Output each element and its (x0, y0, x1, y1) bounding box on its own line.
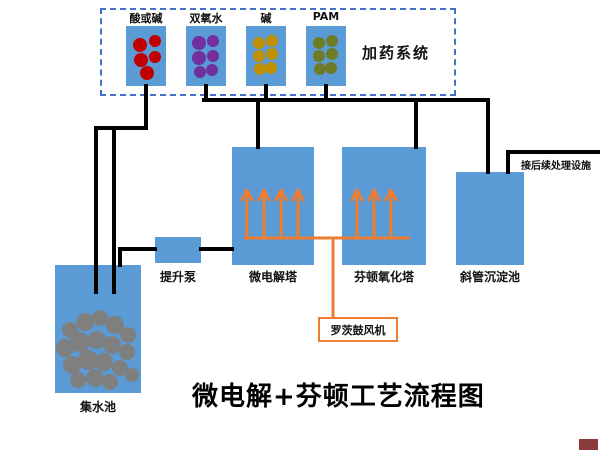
watermark-mark (579, 439, 598, 450)
dosing-tank-acid-alkali (126, 26, 166, 86)
dosing-tank-label-hydrogen-peroxide: 双氧水 (189, 12, 223, 25)
sedimentation-tank (456, 172, 524, 265)
dosing-tank-alkali (246, 26, 286, 86)
lift-pump-label: 提升泵 (159, 270, 196, 284)
dosing-tank-hydrogen-peroxide (186, 26, 226, 86)
diagram-title: 微电解+芬顿工艺流程图 (192, 382, 485, 412)
roots-blower-box: 罗茨鼓风机 (318, 317, 398, 342)
micro-electrolysis-tower-label: 微电解塔 (248, 270, 297, 284)
lift-pump (155, 237, 201, 263)
dosing-tank-label-pam: PAM (312, 10, 340, 23)
subsequent-treatment-label: 接后续处理设施 (521, 161, 591, 172)
sedimentation-tank-label: 斜管沉淀池 (459, 270, 520, 284)
collection-to-pump-pipe (118, 247, 157, 267)
dosing-tank-label-acid-alkali: 酸或碱 (129, 12, 163, 25)
collection-tank (55, 265, 141, 393)
dosing-system-label: 加药系统 (362, 44, 431, 62)
fenton-oxidation-tower-label: 芬顿氧化塔 (353, 270, 414, 284)
dosing-tank-label-alkali: 碱 (260, 12, 272, 25)
acid-dosing-pipe (94, 84, 148, 294)
roots-blower-label: 罗茨鼓风机 (330, 323, 386, 337)
micro-electrolysis-tower (232, 147, 314, 265)
dosing-tank-pam (306, 26, 346, 86)
fenton-oxidation-tower (342, 147, 426, 265)
collection-tank-label: 集水池 (79, 400, 116, 414)
